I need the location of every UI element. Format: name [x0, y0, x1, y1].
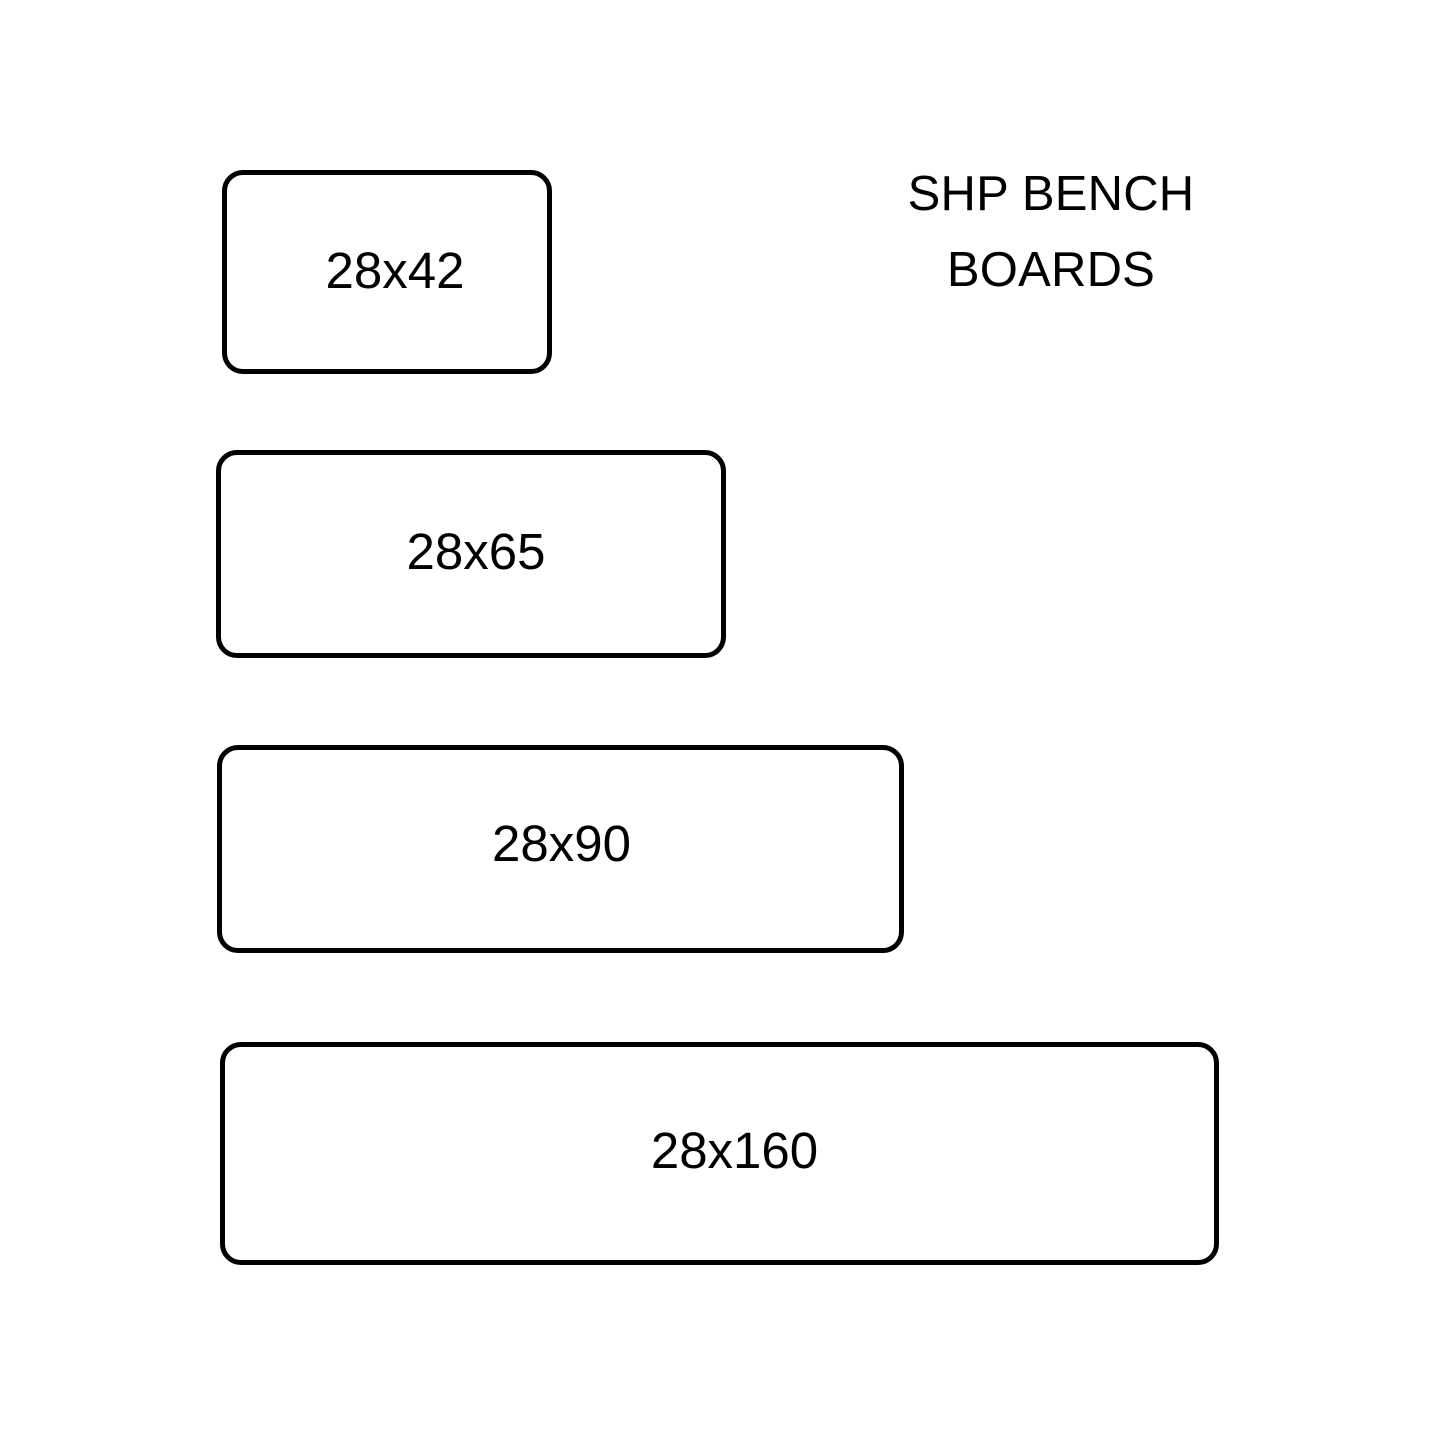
board-rect-28x42: 28x42	[222, 170, 552, 374]
board-label-28x90: 28x90	[492, 814, 631, 872]
board-rect-28x160: 28x160	[220, 1042, 1219, 1265]
diagram-title-line-1: SHP BENCH	[907, 167, 1195, 221]
diagram-title: SHP BENCH BOARDS	[856, 156, 1246, 308]
board-rect-28x65: 28x65	[216, 450, 726, 658]
board-label-28x42: 28x42	[325, 241, 465, 299]
board-label-28x65: 28x65	[406, 522, 546, 580]
diagram-title-line-2: BOARDS	[946, 243, 1156, 297]
board-label-28x160: 28x160	[650, 1122, 819, 1179]
board-rect-28x90: 28x90	[217, 745, 904, 953]
